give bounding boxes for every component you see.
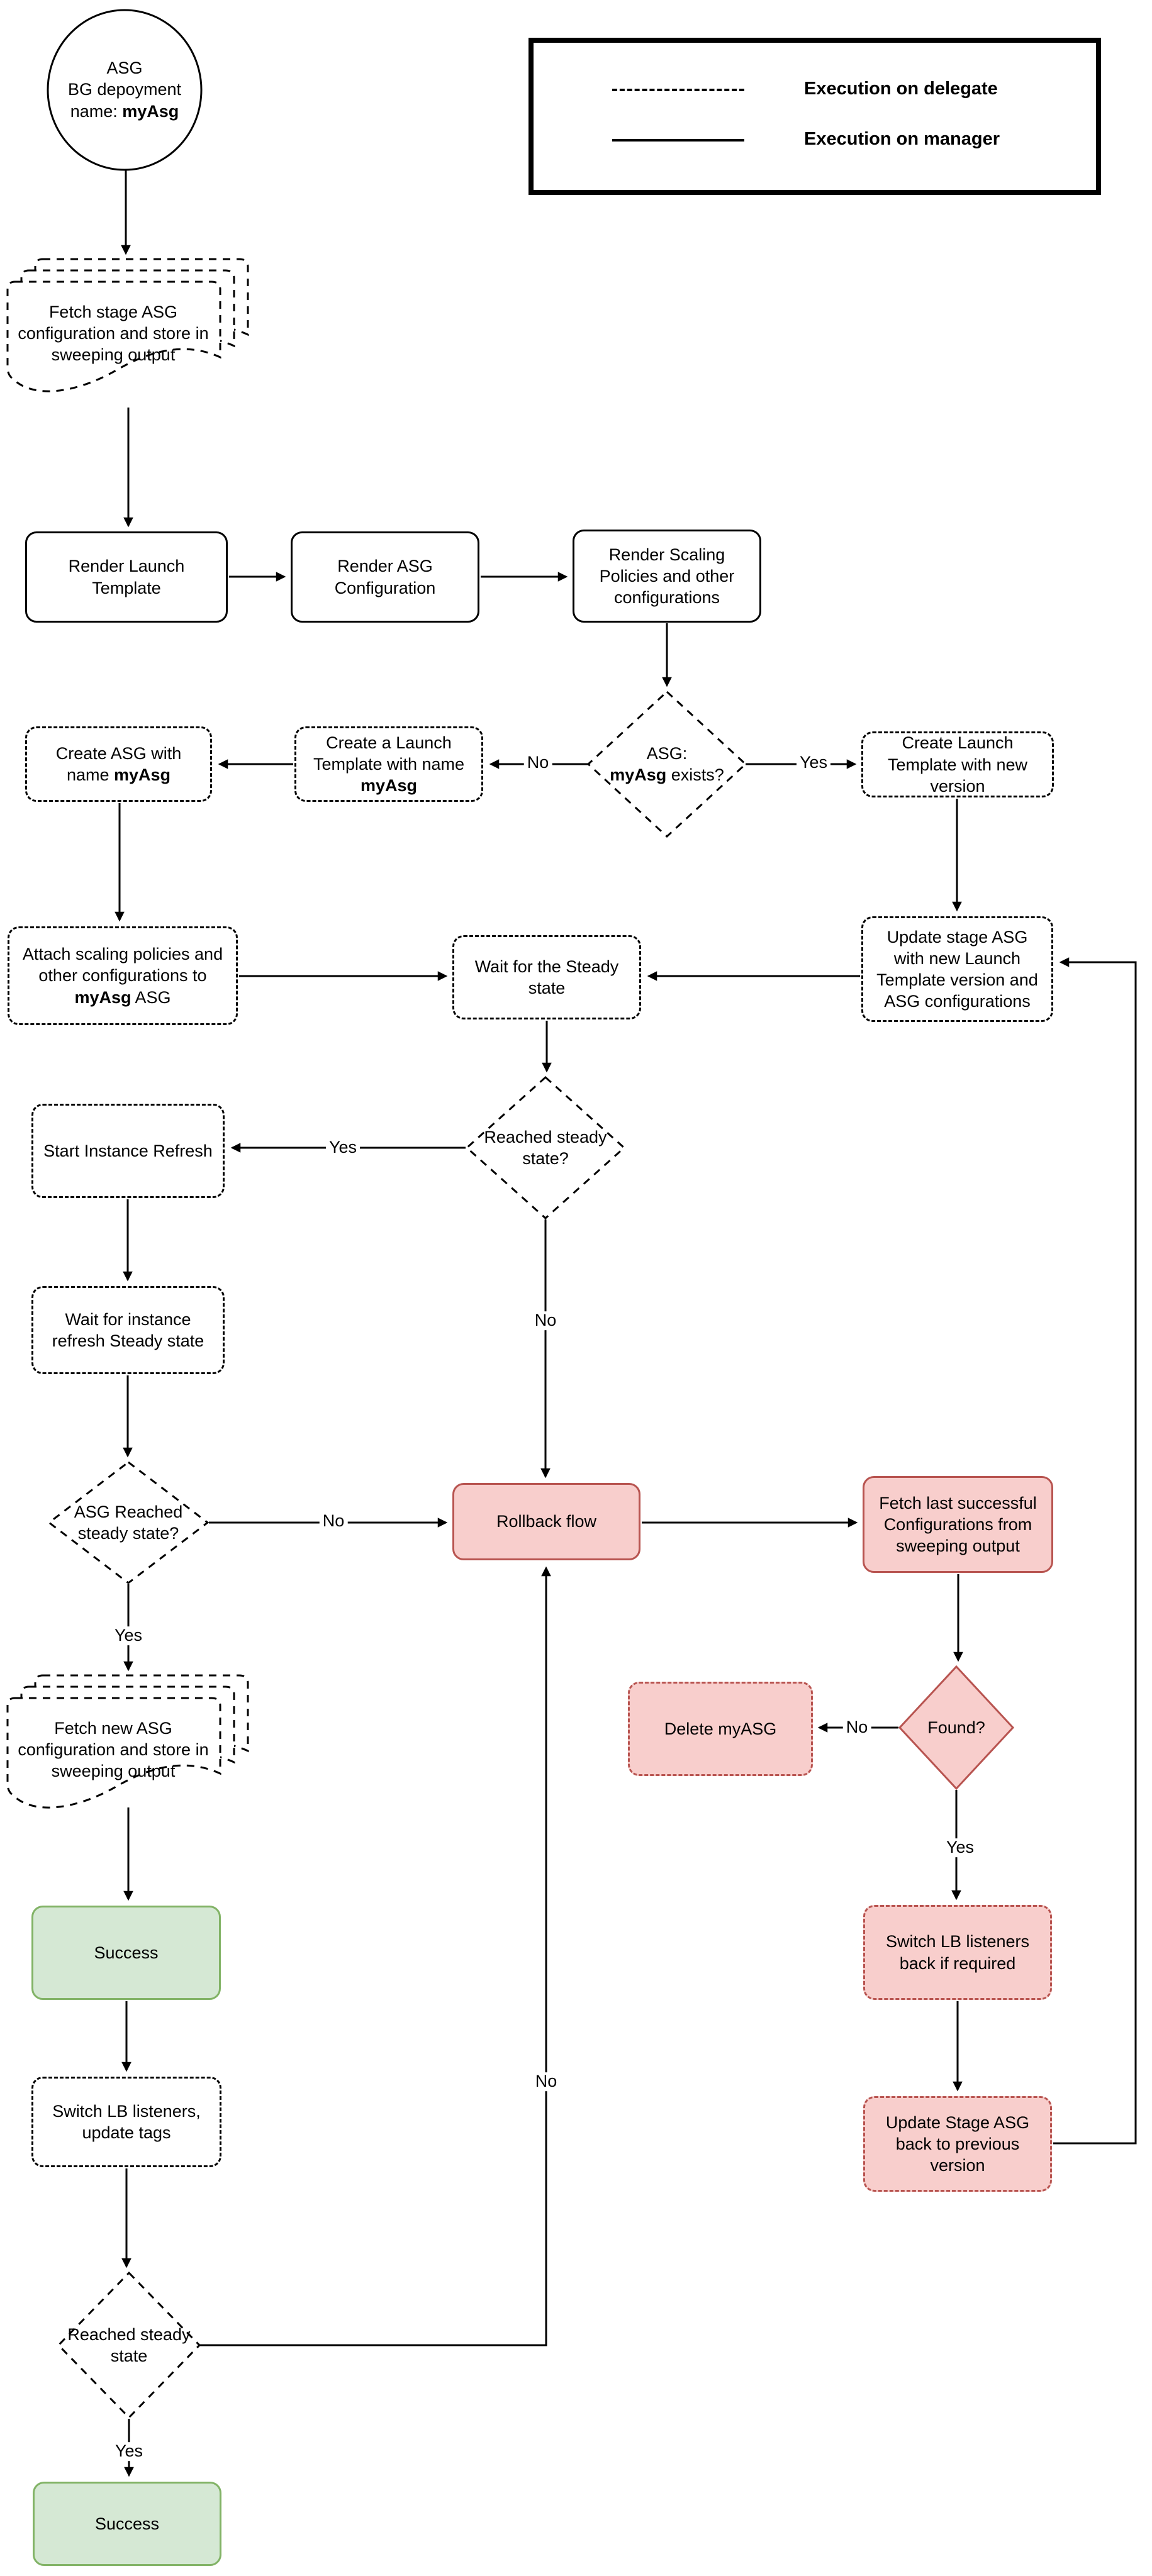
diamond-asg-reached-steady [47, 1461, 210, 1584]
edge-label-yes-found: Yes [942, 1838, 978, 1857]
node-create-launch-template-myasg: Create a Launch Template with name myAsg [294, 726, 483, 802]
diamond-reached-steady [465, 1075, 626, 1220]
edge-label-no-reached-2: No [532, 2072, 561, 2091]
edge-label-no-reached: No [531, 1311, 560, 1330]
legend-dashed-line-sample [612, 89, 744, 91]
edge-updateback-loop [1053, 957, 1137, 2145]
edge-label-no-asg-reached: No [319, 1511, 348, 1531]
edge-label-yes-asg-reached: Yes [111, 1626, 146, 1645]
node-fetch-last-successful: Fetch last successful Configurations fro… [863, 1476, 1053, 1573]
node-success-1: Success [31, 1906, 221, 2000]
legend-label-manager: Execution on manager [804, 129, 1000, 149]
node-rollback-flow: Rollback flow [452, 1483, 640, 1560]
node-create-asg-myasg: Create ASG with name myAsg [25, 726, 212, 802]
node-success-2: Success [33, 2482, 221, 2566]
edge-label-yes-reached: Yes [325, 1138, 361, 1157]
start-circle [47, 9, 203, 171]
node-render-launch-template: Render Launch Template [25, 531, 228, 623]
node-attach-scaling-policies: Attach scaling policies and other config… [8, 926, 238, 1025]
node-switch-lb-listeners: Switch LB listeners, update tags [31, 2077, 221, 2167]
node-update-stage-asg: Update stage ASG with new Launch Templat… [861, 916, 1053, 1022]
node-create-launch-template-new-version: Create Launch Template with new version [861, 731, 1054, 797]
edge-label-no-exists: No [523, 753, 552, 772]
node-switch-lb-back: Switch LB listeners back if required [863, 1905, 1052, 2000]
node-render-scaling-policies: Render Scaling Policies and other config… [573, 530, 761, 623]
node-delete-myasg: Delete myASG [628, 1682, 813, 1776]
diamond-reached-steady-2 [57, 2271, 201, 2419]
edge-label-yes-exists: Yes [796, 753, 831, 772]
edge-label-no-found: No [842, 1718, 871, 1737]
doc-fetch-stage [6, 258, 249, 392]
legend-label-delegate: Execution on delegate [804, 79, 998, 99]
diamond-asg-exists [586, 690, 747, 838]
node-wait-steady-state: Wait for the Steady state [452, 935, 641, 1019]
edge-reached2-no-to-rollback [199, 1566, 551, 2346]
node-update-stage-back: Update Stage ASG back to previous versio… [863, 2096, 1052, 2192]
edge-label-yes-reached-2: Yes [111, 2441, 147, 2461]
legend: Execution on delegate Execution on manag… [528, 38, 1101, 195]
node-wait-instance-refresh: Wait for instance refresh Steady state [31, 1286, 225, 1374]
node-render-asg-configuration: Render ASG Configuration [291, 531, 479, 623]
legend-solid-line-sample [612, 139, 744, 142]
diamond-found [898, 1665, 1015, 1790]
node-start-instance-refresh: Start Instance Refresh [31, 1104, 225, 1198]
doc-fetch-new [6, 1674, 249, 1809]
